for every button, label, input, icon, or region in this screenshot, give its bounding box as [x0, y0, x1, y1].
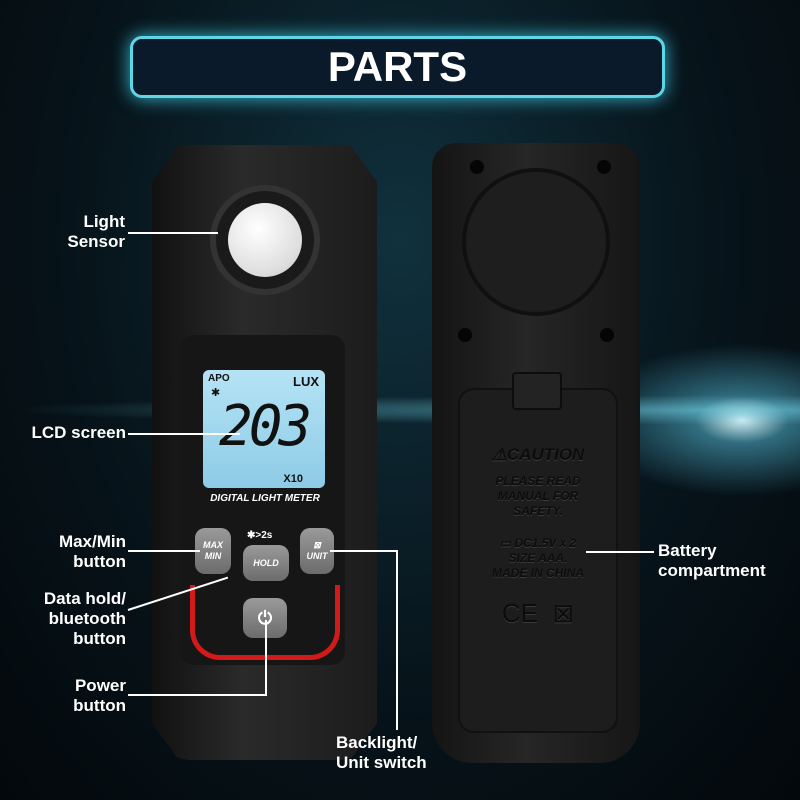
model-text: DIGITAL LIGHT METER: [210, 493, 320, 504]
warning-line: SAFETY.: [513, 504, 563, 518]
label-line: Backlight/: [336, 733, 418, 752]
caution-text: CAUTION: [506, 445, 585, 464]
max-label: MAX: [203, 540, 223, 550]
bluetooth-icon: ✱: [211, 387, 221, 399]
battery-spec-line: MADE IN CHINA: [492, 566, 584, 580]
screw-hole: [458, 328, 472, 342]
light-sensor: [210, 185, 320, 295]
battery-spec-line: ▭ DC1.5V x 2: [472, 536, 604, 551]
callout-line: [128, 550, 200, 552]
callout-line: [330, 550, 396, 552]
lcd-screen: APO ✱ LUX 203 X10: [203, 370, 325, 488]
label-backlight: Backlight/Unit switch: [336, 733, 446, 773]
lcd-reading: 203: [219, 394, 312, 459]
label-line: compartment: [658, 561, 766, 580]
unit-indicator: LUX: [293, 374, 319, 389]
unit-button[interactable]: ⊠UNIT: [300, 528, 334, 574]
light-streak: [0, 395, 800, 425]
voltage-text: DC1.5V x 2: [514, 536, 577, 550]
power-icon: ⏻: [257, 607, 273, 628]
page-title: PARTS: [130, 36, 665, 98]
label-lcd-screen: LCD screen: [31, 423, 126, 442]
caution-heading: ⚠CAUTION: [472, 445, 604, 465]
callout-line: [128, 232, 218, 234]
callout-line: [128, 694, 266, 696]
ce-mark: CE: [501, 598, 538, 628]
battery-icon: ▭: [499, 536, 515, 550]
callout-line: [265, 620, 267, 696]
hold-hint: ✱>2s: [247, 530, 273, 541]
weee-bin-icon: ⊠: [552, 598, 575, 628]
label-line: Data hold/: [43, 589, 126, 608]
callout-line: [396, 550, 398, 730]
battery-latch[interactable]: [512, 372, 562, 410]
sensor-cover: [462, 168, 610, 316]
screw-hole: [470, 160, 484, 174]
min-label: MIN: [204, 551, 222, 561]
label-line: Unit switch: [336, 753, 427, 772]
battery-spec-line: SIZE AAA.: [508, 551, 568, 565]
battery-compartment: [458, 388, 618, 733]
multiplier-indicator: X10: [283, 473, 303, 485]
label-line: Sensor: [67, 232, 125, 251]
label-line: Power: [74, 676, 126, 695]
hold-button[interactable]: HOLD: [243, 545, 289, 581]
label-line: button: [73, 696, 126, 715]
apo-indicator: APO: [208, 373, 230, 384]
screw-hole: [597, 160, 611, 174]
unit-label: UNIT: [306, 551, 328, 561]
warning-line: PLEASE READ: [495, 474, 581, 488]
label-line: Max/Min: [58, 532, 126, 551]
certification-marks: CE ⊠: [472, 598, 604, 628]
callout-line: [128, 433, 240, 435]
label-line: bluetooth: [48, 609, 126, 628]
backlight-icon: ⊠: [313, 540, 321, 550]
label-line: Light: [83, 212, 125, 231]
callout-line: [586, 551, 654, 553]
warning-icon: ⚠: [491, 445, 507, 464]
label-line: Battery: [658, 541, 717, 560]
label-line: button: [73, 552, 126, 571]
label-line: button: [73, 629, 126, 648]
warning-line: MANUAL FOR: [497, 489, 579, 503]
screw-hole: [600, 328, 614, 342]
